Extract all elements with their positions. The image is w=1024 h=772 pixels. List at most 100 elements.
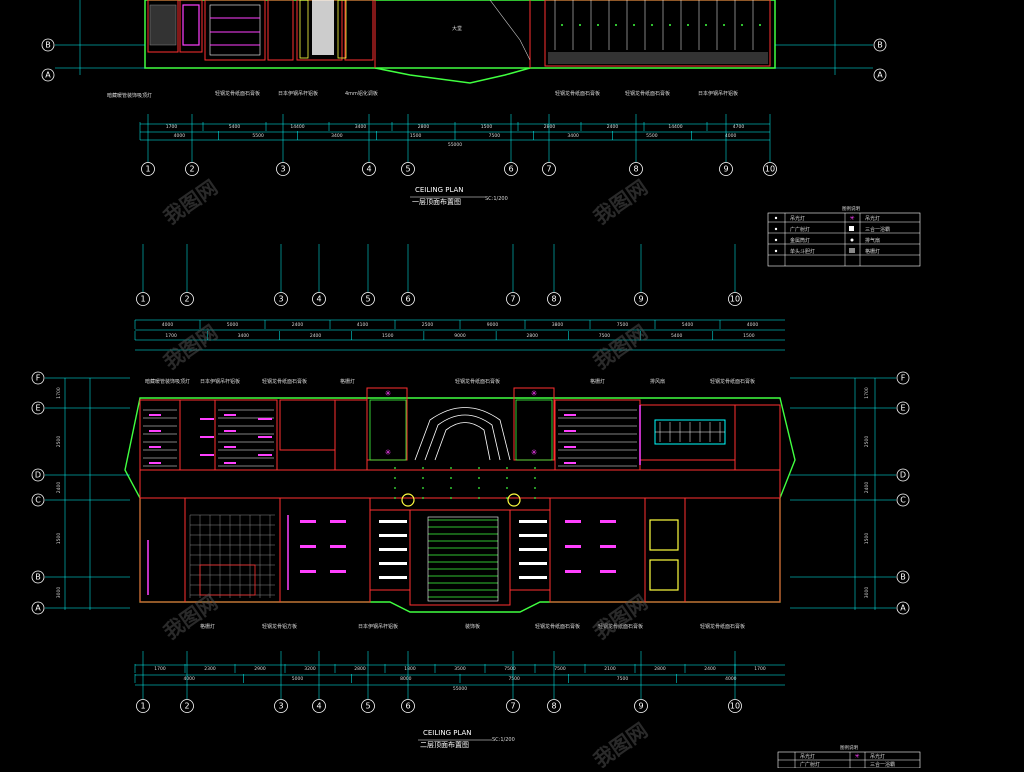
plan1-lobby-line [489, 0, 531, 61]
dimension-value: 14400 [290, 124, 304, 130]
plan2-callout-t7: 排风扇 [650, 378, 665, 385]
plan2-bottom-axis-label: 10 [730, 702, 740, 711]
plan2-bottom-rooms [139, 497, 781, 606]
plan2-row-bubble-left [31, 601, 45, 615]
pendant-light-icon: ✳ [531, 389, 538, 398]
downlight-icon [579, 24, 581, 26]
plan1-callout-3: 日本伊钢吊杆铝板 [278, 90, 318, 97]
legend1-r2-a: 广广射灯 [790, 226, 810, 233]
grille-light-icon [300, 570, 316, 573]
dimension-value: 5000 [292, 676, 304, 682]
plan2-row-label-right: D [900, 471, 906, 480]
watermark-logo: 我图网 [159, 590, 222, 644]
dimension-value: 3400 [238, 333, 250, 339]
legend1-r4-a: 单头斗胆灯 [790, 248, 815, 255]
plan1-left-rooms [147, 0, 374, 61]
plan1-axis-bubble [276, 162, 290, 176]
downlight-icon [422, 467, 424, 469]
plan2-row-bubble-right [896, 468, 910, 482]
plan1-axis-a-right: A [877, 71, 883, 80]
pendant-light-icon: ✳ [531, 448, 538, 457]
plan2-top-axis-bubble [401, 292, 415, 306]
legend1-r1-a: 吊光灯 [790, 215, 805, 222]
grille-light-icon [564, 414, 576, 416]
plan1-axis-label: 2 [189, 165, 194, 174]
grille-light-icon [565, 545, 581, 548]
dimension-value: 2300 [204, 666, 216, 672]
dimension-value: 5000 [227, 322, 239, 328]
plan2-side-dim: 1500 [56, 533, 62, 545]
plan2-row-label-right: A [900, 604, 906, 613]
plan2-callout-t3: 轻钢龙骨纸面石膏板 [262, 378, 307, 385]
downlight-icon [450, 497, 452, 499]
downlight-icon [723, 24, 725, 26]
dimension-value: 7500 [554, 666, 566, 672]
plan1-axis-bubble [763, 162, 777, 176]
grille-light-icon [379, 520, 407, 523]
plan2-top-axis-label: 2 [184, 295, 189, 304]
grille-light-icon [379, 534, 407, 537]
grille-light-icon [258, 436, 272, 438]
dimension-value: 4000 [747, 322, 759, 328]
plan2-bottom-axis-label: 7 [510, 702, 515, 711]
plan2-central-dots [394, 467, 536, 499]
plan1-title-en: CEILING PLAN [415, 186, 464, 194]
plan2-row-bubble-right [896, 601, 910, 615]
symbol-spotlight-icon [774, 227, 778, 231]
plan2-side-dim: 1500 [864, 533, 870, 545]
plan2-callout-t1: 暗藏暖管装饰吸顶灯 [145, 378, 190, 385]
grille-light-icon [600, 520, 616, 523]
dimension-value: 4000 [162, 322, 174, 328]
plan1-scale: SC:1/200 [485, 196, 508, 202]
dimension-value: 5500 [252, 133, 264, 139]
plan2-total-dim: 55000 [453, 686, 467, 692]
dimension-value: 1800 [404, 666, 416, 672]
grille-light-icon [519, 548, 547, 551]
downlight-icon [450, 467, 452, 469]
plan-1: 大堂 B A B A 暗藏暖管装饰吸顶灯 轻钢龙骨纸面石膏板 日本伊钢吊杆铝板 [41, 0, 887, 206]
plan1-axis-b-right: B [877, 41, 883, 50]
legend1-r1-b: 吊光灯 [865, 215, 880, 222]
plan2-row-bubble-left [31, 468, 45, 482]
plan1-lobby-walls [374, 0, 531, 68]
plan2-ceiling-strips [143, 409, 637, 467]
downlight-icon [394, 467, 396, 469]
watermark-logo: 我图网 [589, 175, 652, 229]
downlight-icon [506, 467, 508, 469]
downlight-icon [534, 467, 536, 469]
downlight-icon [633, 24, 635, 26]
plan1-axis-label: 10 [765, 165, 775, 174]
downlight-icon [394, 477, 396, 479]
plan1-outline [144, 0, 776, 69]
plan2-callout-t5: 轻钢龙骨纸面石膏板 [455, 378, 500, 385]
watermark-logo: 我图网 [589, 718, 652, 768]
plan2-side-dim: 3000 [864, 587, 870, 599]
grille-light-icon [330, 570, 346, 573]
legend1-r3-b: 排气扇 [865, 237, 880, 244]
plan1-axis-label: 8 [633, 165, 638, 174]
plan2-title-en: CEILING PLAN [423, 729, 472, 737]
plan2-bottom-axis-bubble [634, 699, 648, 713]
plan2-callout-b7: 轻钢龙骨纸面石膏板 [700, 623, 745, 630]
plan1-axis-label: 3 [280, 165, 285, 174]
grille-light-icon [258, 418, 272, 420]
plan2-callouts-top: 暗藏暖管装饰吸顶灯 日本伊钢吊杆铝板 轻钢龙骨纸面石膏板 格栅灯 轻钢龙骨纸面石… [145, 378, 755, 385]
grille-light-icon [149, 430, 161, 432]
downlight-icon [478, 497, 480, 499]
watermark-logo: 我图网 [159, 320, 222, 374]
dimension-value: 2800 [526, 333, 538, 339]
plan2-side-dim: 2400 [56, 482, 62, 494]
plan2-bottom-axis-bubble [312, 699, 326, 713]
plan2-title-cn: 二层顶面布置图 [420, 740, 469, 749]
dimension-value: 9000 [454, 333, 466, 339]
grille-light-icon [600, 545, 616, 548]
pendant-light-icon: ✳ [385, 448, 392, 457]
plan2-bottom-axis-label: 6 [405, 702, 410, 711]
plan1-callout-5: 轻钢龙骨纸面石膏板 [555, 90, 600, 97]
dimension-value: 2800 [418, 124, 430, 130]
